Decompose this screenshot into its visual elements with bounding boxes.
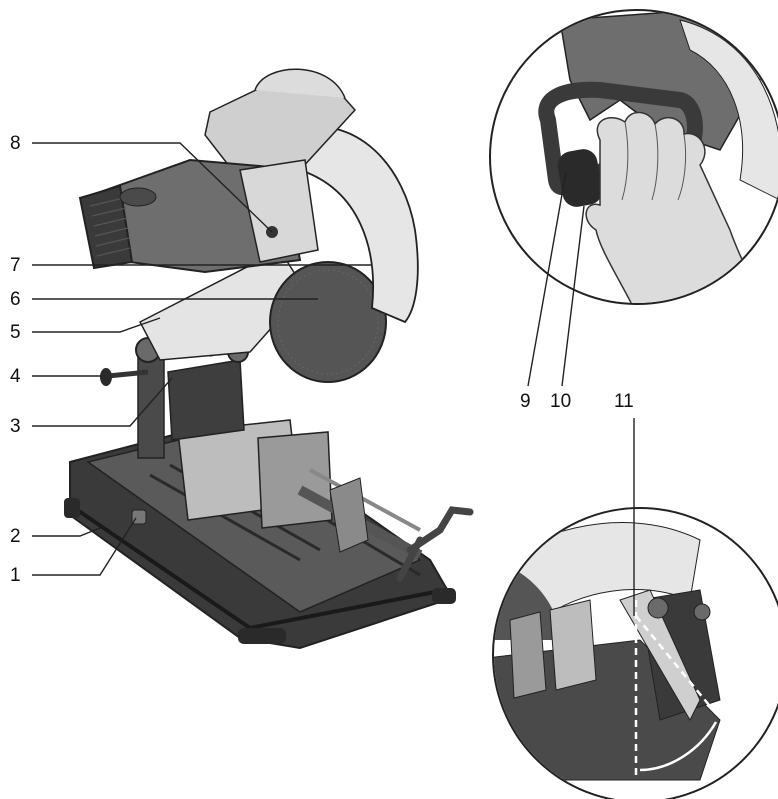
base-slot <box>149 473 301 562</box>
detail-handle <box>489 9 778 387</box>
callout-7: 7 <box>10 255 21 276</box>
gearbox <box>239 159 319 263</box>
motor-brush-cap <box>119 187 157 207</box>
detail-fence <box>509 611 547 699</box>
callout-9: 9 <box>520 391 531 412</box>
leader-9 <box>527 171 567 387</box>
detail-fence <box>549 599 597 691</box>
motor-vents <box>89 197 131 257</box>
cutting-wheel-texture <box>277 269 379 375</box>
depth-stop-screw <box>107 369 149 379</box>
wheel-guard <box>283 125 419 324</box>
vise-clamp-plate <box>329 477 369 553</box>
guard-back-dome <box>254 68 346 99</box>
guard-edge <box>679 19 778 201</box>
fence-back <box>167 359 245 441</box>
detail-angle <box>492 418 778 799</box>
vise-crank-arm <box>396 536 424 582</box>
callout-4: 4 <box>10 366 21 387</box>
motor-vent-cap <box>78 184 134 270</box>
trigger-switch <box>557 149 603 207</box>
vise-crank <box>406 506 474 554</box>
detail-pivot <box>647 597 669 619</box>
callout-5: 5 <box>10 322 21 343</box>
callout-10: 10 <box>550 391 571 412</box>
callout-8: 8 <box>10 133 21 154</box>
base-knob <box>131 509 147 525</box>
leader-10 <box>561 205 585 387</box>
callout-6: 6 <box>10 289 21 310</box>
detail-arm <box>619 589 701 722</box>
foot <box>64 498 80 518</box>
angle-arc <box>639 721 718 772</box>
vise-jaw <box>257 431 333 529</box>
angle-reference-diagonal <box>635 615 719 717</box>
foot <box>432 588 456 604</box>
leader-lines <box>32 142 372 576</box>
callout-11: 11 <box>614 391 634 412</box>
hand <box>585 111 761 303</box>
callout-1: 1 <box>10 565 21 586</box>
foot <box>238 628 286 644</box>
vise-rod <box>309 468 421 532</box>
callout-2: 2 <box>10 526 21 547</box>
main-saw-illustration <box>64 68 474 650</box>
cutting-wheel <box>269 261 387 383</box>
callout-3: 3 <box>10 416 21 437</box>
detail-pivot <box>693 603 711 621</box>
depth-stop-knob <box>100 368 112 386</box>
